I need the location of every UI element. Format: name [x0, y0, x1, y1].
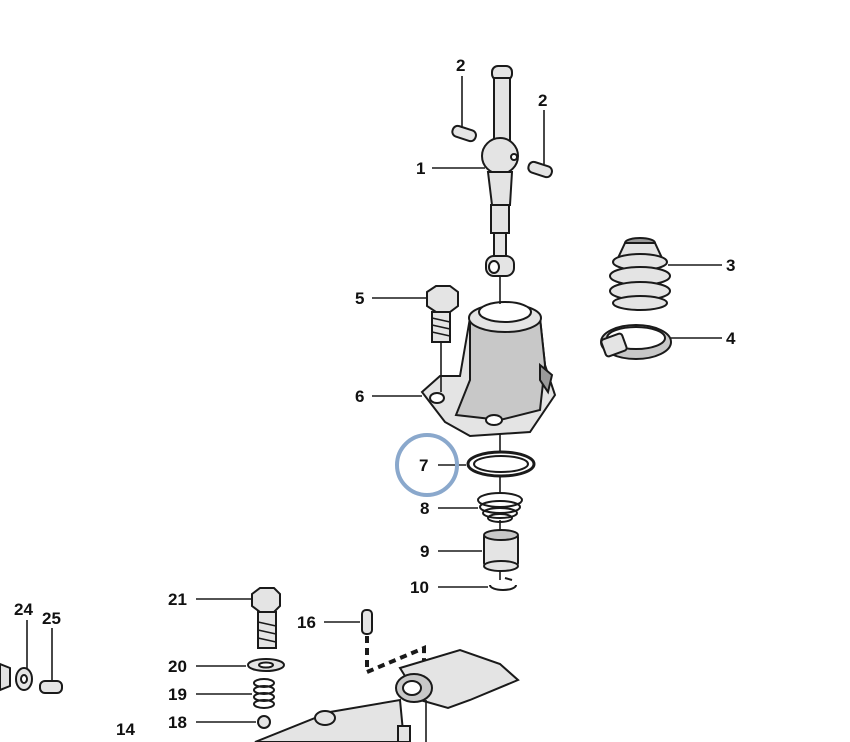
callout-16: 16 — [297, 613, 316, 632]
part-2-pin-left — [451, 124, 477, 143]
assembly-axis-lines — [440, 276, 501, 580]
part-19-spring — [253, 678, 275, 709]
callout-21: 21 — [168, 590, 187, 609]
part-7-o-ring — [466, 450, 536, 478]
callout-7: 7 — [419, 456, 428, 475]
part-9-bushing — [483, 529, 519, 572]
callout-3: 3 — [726, 256, 735, 275]
part-4-hose-clamp — [600, 324, 672, 360]
part-1-shift-lever — [481, 65, 519, 277]
callout-18: 18 — [168, 713, 187, 732]
callout-4: 4 — [726, 329, 736, 348]
part-6-housing — [420, 301, 557, 438]
callout-6: 6 — [355, 387, 364, 406]
callout-1: 1 — [416, 159, 425, 178]
part-20-washer — [247, 658, 285, 672]
part-25-pin — [39, 680, 63, 694]
part-16-pin — [361, 609, 373, 635]
callout-14: 14 — [116, 720, 135, 739]
part-24-washer — [15, 667, 33, 691]
part-18-ball — [257, 715, 271, 729]
highlight-ring — [395, 433, 459, 497]
part-left-stub — [0, 662, 11, 692]
part-3-rubber-boot — [609, 237, 671, 311]
part-21-bolt — [251, 587, 281, 649]
callout-8: 8 — [420, 499, 429, 518]
leader-lines — [26, 76, 722, 723]
callout-24: 24 — [14, 600, 33, 619]
callout-5: 5 — [355, 289, 364, 308]
callout-25: 25 — [42, 609, 61, 628]
callout-9: 9 — [420, 542, 429, 561]
callout-2-right: 2 — [538, 91, 547, 110]
callout-10: 10 — [410, 578, 429, 597]
callout-20: 20 — [168, 657, 187, 676]
part-8-spring — [477, 492, 523, 523]
part-10-circlip — [489, 577, 517, 591]
part-2-pin-right — [527, 160, 553, 179]
callout-19: 19 — [168, 685, 187, 704]
shift-fork-assembly — [254, 636, 520, 742]
part-5-bolt — [426, 285, 459, 343]
callout-2-left: 2 — [456, 56, 465, 75]
